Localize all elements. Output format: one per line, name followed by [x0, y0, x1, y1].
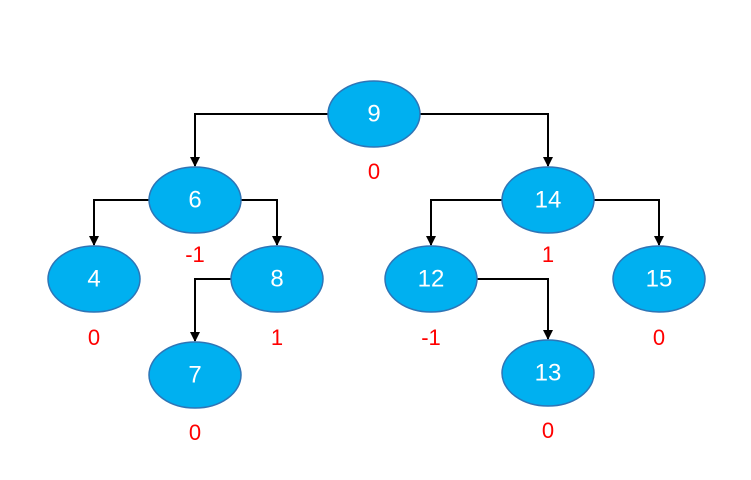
tree-node-14: 14	[501, 166, 595, 234]
node-ellipse-14	[501, 166, 595, 234]
edge-8-to-7	[190, 278, 231, 342]
tree-node-15: 15	[612, 245, 706, 313]
nodes: 9 6 14 4 8 7 12 13 15	[47, 80, 706, 409]
node-ellipse-15	[612, 245, 706, 313]
node-key-7: 7	[188, 361, 201, 388]
node-ellipse-4	[47, 245, 141, 313]
balance-factor-4: 0	[88, 325, 100, 350]
balance-factor-6: -1	[185, 242, 205, 267]
node-key-9: 9	[367, 100, 380, 127]
node-ellipse-13	[501, 339, 595, 407]
balance-factor-14: 1	[542, 242, 554, 267]
node-key-12: 12	[418, 265, 445, 292]
tree-node-4: 4	[47, 245, 141, 313]
edge-14-to-12	[426, 199, 502, 246]
tree-node-13: 13	[501, 339, 595, 407]
edges	[89, 113, 664, 342]
edge-9-to-6	[190, 113, 328, 167]
balance-factor-15: 0	[653, 325, 665, 350]
balance-factor-12: -1	[421, 325, 441, 350]
edge-14-to-15	[594, 199, 664, 246]
tree-node-9: 9	[327, 80, 421, 148]
node-key-13: 13	[535, 359, 562, 386]
balance-factor-9: 0	[368, 159, 380, 184]
node-ellipse-7	[148, 341, 242, 409]
node-ellipse-8	[230, 245, 324, 313]
balance-factors: 0 -1 1 0 1 0 -1 0 0	[88, 159, 665, 445]
tree-node-7: 7	[148, 341, 242, 409]
node-key-15: 15	[646, 265, 673, 292]
node-key-4: 4	[87, 265, 100, 292]
tree-node-8: 8	[230, 245, 324, 313]
edge-6-to-4	[89, 199, 149, 246]
node-key-6: 6	[188, 186, 201, 213]
node-ellipse-6	[148, 166, 242, 234]
edge-9-to-14	[420, 113, 553, 167]
edge-6-to-8	[241, 199, 282, 246]
node-ellipse-12	[384, 245, 478, 313]
node-ellipse-9	[327, 80, 421, 148]
tree-node-6: 6	[148, 166, 242, 234]
edge-12-to-13	[477, 278, 553, 340]
node-key-8: 8	[270, 265, 283, 292]
tree-node-12: 12	[384, 245, 478, 313]
node-key-14: 14	[535, 186, 562, 213]
balance-factor-8: 1	[271, 325, 283, 350]
balance-factor-13: 0	[542, 418, 554, 443]
balance-factor-7: 0	[189, 420, 201, 445]
